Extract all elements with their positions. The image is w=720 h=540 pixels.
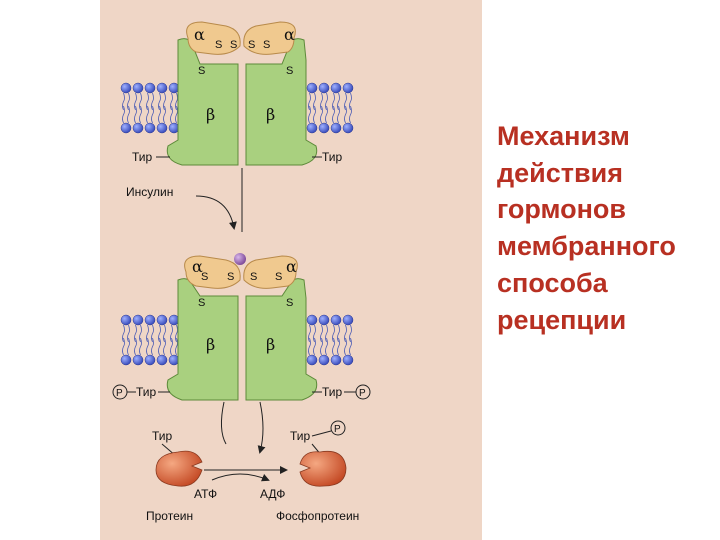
disulfide-s: S	[230, 39, 237, 51]
receptor-active: α α S S S S S S β β P Тир Тир P	[113, 256, 370, 400]
slide-title: Механизм действия гормонов мембранного с…	[497, 118, 717, 338]
disulfide-s: S	[215, 39, 222, 51]
disulfide-s: S	[201, 271, 208, 283]
adp-label: АДФ	[260, 487, 285, 501]
lipid-head	[145, 83, 155, 93]
lipid-head	[121, 83, 131, 93]
lipid-head	[157, 123, 167, 133]
lipid-head	[307, 355, 317, 365]
lipid-head	[343, 123, 353, 133]
lipid-head	[157, 355, 167, 365]
lipid-head	[121, 355, 131, 365]
beta-label-right: β	[266, 335, 275, 354]
title-line: действия	[497, 155, 717, 192]
disulfide-s: S	[198, 65, 205, 77]
membrane-left	[121, 83, 179, 133]
disulfide-s: S	[286, 65, 293, 77]
lipid-head	[319, 83, 329, 93]
beta-subunit-right	[246, 39, 317, 165]
signal-arrow-left	[221, 402, 226, 444]
lipid-head	[343, 83, 353, 93]
tyr-label-left: Тир	[136, 385, 157, 399]
receptor-inactive: α α S S S S S S β β Тир Тир	[121, 22, 353, 165]
disulfide-s: S	[275, 271, 282, 283]
lipid-head	[331, 83, 341, 93]
lipid-head	[331, 355, 341, 365]
signal-arrow-right	[260, 402, 263, 452]
lipid-head	[343, 355, 353, 365]
insulin-molecule	[234, 253, 246, 265]
membrane-right	[307, 83, 353, 133]
alpha-label-left: α	[194, 25, 205, 44]
lipid-head	[157, 315, 167, 325]
title-line: мембранного	[497, 228, 717, 265]
protein-shape	[156, 451, 202, 486]
beta-label-left: β	[206, 335, 215, 354]
beta-label-left: β	[206, 105, 215, 124]
beta-label-right: β	[266, 105, 275, 124]
disulfide-s: S	[248, 39, 255, 51]
phosphate-label: P	[116, 388, 123, 399]
lipid-head	[319, 355, 329, 365]
disulfide-s: S	[227, 271, 234, 283]
title-line: способа	[497, 265, 717, 302]
lipid-head	[319, 123, 329, 133]
alpha-label-right: α	[284, 25, 295, 44]
atp-label: АТФ	[194, 487, 217, 501]
insulin-label: Инсулин	[126, 185, 173, 199]
lipid-head	[343, 315, 353, 325]
disulfide-s: S	[198, 297, 205, 309]
lipid-head	[157, 83, 167, 93]
title-line: рецепции	[497, 302, 717, 339]
lipid-head	[307, 315, 317, 325]
tyr-label-right: Тир	[322, 385, 343, 399]
membrane-right	[307, 315, 353, 365]
lipid-head	[145, 315, 155, 325]
phosphoprotein-label: Фосфопротеин	[276, 509, 359, 523]
phosphate-label: P	[359, 388, 366, 399]
title-line: гормонов	[497, 191, 717, 228]
beta-subunit-left	[167, 39, 238, 165]
atp-adp-arrow	[212, 474, 268, 480]
lipid-head	[331, 123, 341, 133]
lipid-head	[133, 315, 143, 325]
lipid-head	[307, 83, 317, 93]
lipid-head	[133, 123, 143, 133]
tyr-label-right: Тир	[322, 150, 343, 164]
lipid-head	[307, 123, 317, 133]
receptor-diagram: α α S S S S S S β β Тир Тир Инсулин α α …	[100, 0, 482, 540]
lipid-head	[145, 123, 155, 133]
membrane-left	[121, 315, 179, 365]
tyr-label-protein: Тир	[152, 429, 173, 443]
tyr-label-phospho: Тир	[290, 429, 311, 443]
lipid-head	[331, 315, 341, 325]
insulin-arrow	[196, 196, 234, 228]
alpha-label-right: α	[286, 257, 297, 276]
lipid-head	[133, 355, 143, 365]
lipid-head	[145, 355, 155, 365]
disulfide-s: S	[263, 39, 270, 51]
disulfide-s: S	[250, 271, 257, 283]
lipid-head	[319, 315, 329, 325]
lipid-head	[121, 315, 131, 325]
protein-label: Протеин	[146, 509, 193, 523]
disulfide-s: S	[286, 297, 293, 309]
lipid-head	[133, 83, 143, 93]
tyr-label-left: Тир	[132, 150, 153, 164]
phosphate-label: P	[334, 424, 341, 435]
lipid-head	[121, 123, 131, 133]
phosphoprotein-shape	[300, 451, 346, 486]
title-line: Механизм	[497, 118, 717, 155]
beta-subunit-right	[246, 279, 317, 400]
